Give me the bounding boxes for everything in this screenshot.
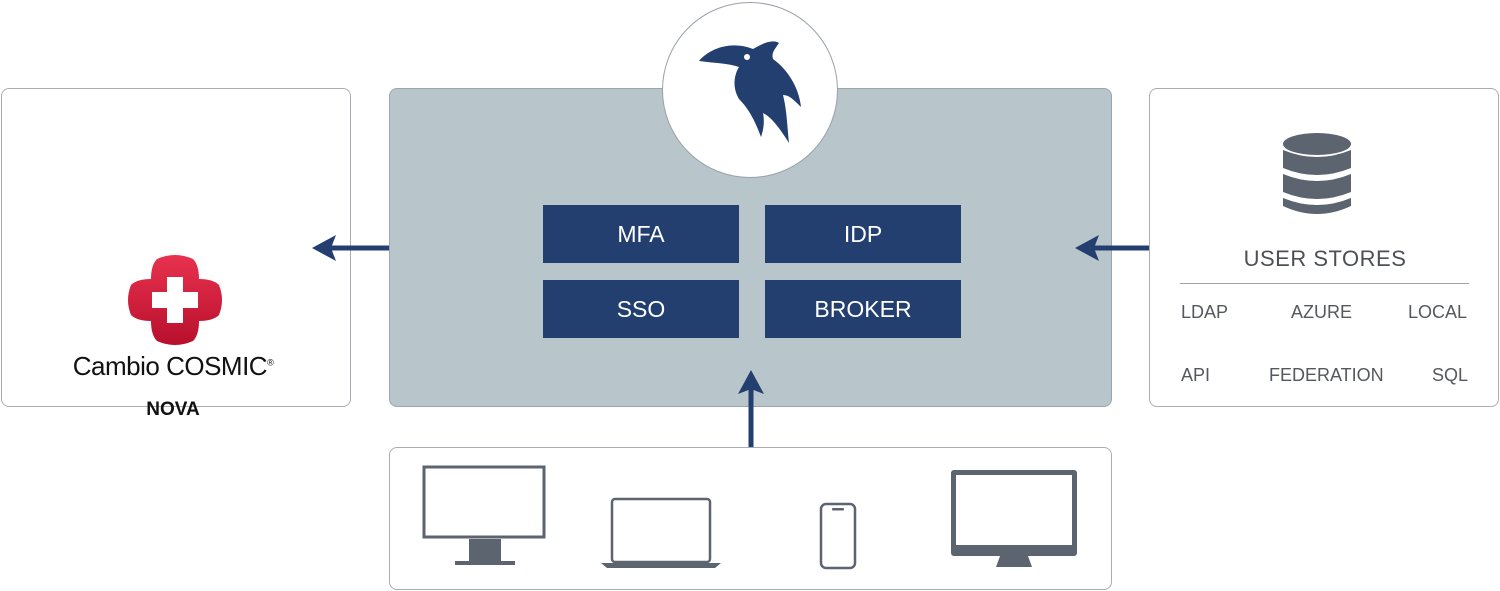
desktop-monitor-icon	[422, 465, 546, 565]
store-api: API	[1181, 365, 1211, 385]
store-azure: AZURE	[1291, 302, 1353, 322]
smartphone-icon	[819, 502, 857, 570]
medical-cross-icon	[128, 255, 222, 345]
feature-broker: BROKER	[765, 280, 961, 338]
store-ldap: LDAP	[1181, 302, 1229, 322]
client-app-panel: Cambio COSMIC® NOVA	[1, 88, 351, 420]
imac-icon	[951, 470, 1077, 567]
feature-mfa: MFA	[543, 205, 739, 263]
feature-idp: IDP	[765, 205, 961, 263]
laptop-icon	[601, 497, 721, 568]
store-local: LOCAL	[1408, 302, 1468, 322]
platform-logo	[662, 2, 838, 178]
brand-name: Cambio COSMIC®	[72, 351, 274, 381]
divider	[1180, 283, 1469, 284]
store-sql: SQL	[1432, 365, 1469, 385]
feature-sso: SSO	[543, 280, 739, 338]
store-federation: FEDERATION	[1269, 365, 1384, 385]
bird-head-icon	[699, 41, 801, 143]
database-icon	[1283, 133, 1351, 214]
user-stores-title: USER STORES	[1243, 246, 1407, 271]
product-name: NOVA	[146, 399, 200, 420]
